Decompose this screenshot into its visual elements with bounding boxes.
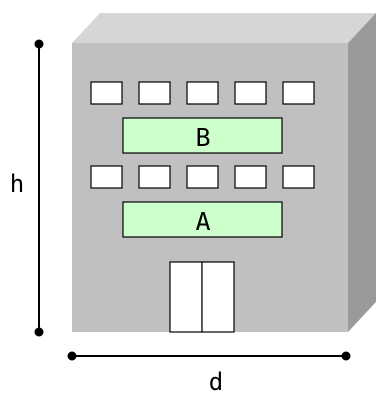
height-label: h [10,170,24,198]
building-top-face [72,13,376,43]
depth-dimension-left-dot [67,351,77,361]
entrance-doors [169,261,235,333]
upper-window-row [90,81,315,105]
sign-lower-box [122,201,283,238]
depth-dimension [67,351,351,361]
door-left [169,261,203,333]
window [138,165,171,189]
window [234,81,267,105]
height-dimension [34,39,44,337]
window [138,81,171,105]
window [282,81,315,105]
door-right [201,261,235,333]
window [90,165,123,189]
depth-label: d [209,368,223,396]
sign-upper-label: B [195,123,210,152]
lower-window-row [90,165,315,189]
building-side-face [348,13,376,332]
sign-lower-label: A [195,207,210,236]
window [186,165,219,189]
window [90,81,123,105]
window [234,165,267,189]
sign-upper-box [122,117,283,154]
window [186,81,219,105]
depth-dimension-right-dot [341,351,351,361]
window [282,165,315,189]
height-dimension-top-dot [34,39,44,49]
height-dimension-bottom-dot [34,327,44,337]
